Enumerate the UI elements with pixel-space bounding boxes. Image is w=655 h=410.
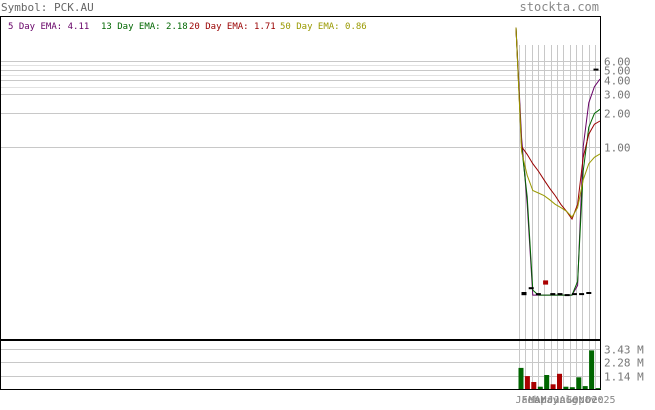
volume-bar	[544, 375, 550, 389]
legend-50-day-label: 50 Day EMA:	[280, 22, 340, 32]
candles	[521, 68, 599, 297]
volume-bar	[563, 386, 569, 389]
legend-5-day-value: 4.11	[68, 22, 90, 32]
x-tick-label: Apr	[535, 395, 553, 406]
legend-20-day-ema: 20 Day EMA: 1.71	[189, 22, 276, 32]
price-tick-label: 3.00	[604, 89, 631, 102]
legend-13-day-ema: 13 Day EMA: 2.18	[101, 22, 188, 32]
x-tick-label: Aug	[560, 395, 578, 406]
volume-bar	[569, 387, 575, 389]
x-tick-label: Sep	[567, 395, 585, 406]
volume-bar	[557, 373, 562, 389]
volume-bar	[531, 382, 537, 389]
volume-tick-label: 1.14 M	[604, 371, 644, 384]
candle	[571, 293, 577, 296]
ema-line	[515, 27, 601, 221]
candle	[543, 280, 549, 285]
symbol-label: Symbol: PCK.AU	[1, 1, 94, 14]
x-tick-label: Dec	[586, 395, 604, 406]
x-tick-label: Jun	[548, 395, 566, 406]
legend-5-day-label: 5 Day EMA:	[8, 22, 62, 32]
legend-13-day-label: 13 Day EMA:	[101, 22, 161, 32]
price-tick-label: 5.00	[604, 65, 631, 78]
x-tick-label: Mar	[529, 395, 547, 406]
legend-20-day-value: 1.71	[254, 22, 276, 32]
price-tick-label: 1.00	[604, 142, 631, 155]
candle	[521, 292, 527, 296]
x-tick-label: Nov	[579, 395, 597, 406]
volume-bar	[524, 376, 530, 389]
watermark: stockta.com	[520, 0, 599, 14]
price-axis-labels: 6.005.004.003.00 2.00 1.00	[604, 56, 631, 155]
candle	[586, 292, 592, 294]
price-tick-label: 6.00	[604, 56, 631, 69]
price-tick-label: 4.00	[604, 75, 631, 88]
volume-panel-frame	[0, 340, 601, 390]
candle	[528, 287, 534, 290]
volume-bar	[582, 386, 588, 389]
legend-5-day-ema: 5 Day EMA: 4.11	[8, 22, 89, 32]
x-tick-label: May	[541, 395, 559, 406]
candle	[550, 293, 556, 296]
legend-13-day-value: 2.18	[166, 22, 188, 32]
volume-bars	[518, 350, 601, 389]
volume-tick-label: 2.28 M	[604, 357, 644, 370]
price-panel-frame	[0, 16, 601, 340]
x-tick-label: Feb	[522, 395, 540, 406]
legend-50-day-ema: 50 Day EMA: 0.86	[280, 22, 367, 32]
legend-50-day-value: 0.86	[345, 22, 367, 32]
volume-bar	[537, 386, 543, 389]
volume-axis-labels: 3.43 M2.28 M1.14 M	[604, 344, 644, 384]
candle	[593, 68, 599, 71]
volume-bar	[550, 384, 556, 389]
x-tick-label: Oct	[573, 395, 591, 406]
volume-tick-label: 3.43 M	[604, 344, 644, 357]
candle	[535, 293, 541, 296]
candle	[564, 294, 570, 297]
legend-20-day-label: 20 Day EMA:	[189, 22, 249, 32]
volume-grid	[1, 349, 600, 377]
volume-bar	[589, 350, 595, 389]
candle	[557, 293, 563, 296]
volume-bar	[595, 388, 601, 389]
volume-bar	[576, 377, 582, 389]
ema-line	[515, 27, 601, 218]
x-tick-label: Jul	[554, 395, 572, 406]
x-tick-label: 2025	[592, 395, 616, 406]
candle	[579, 293, 585, 296]
x-tick-label: Jan	[516, 395, 534, 406]
volume-bar	[518, 367, 524, 389]
price-tick-label: 2.00	[604, 108, 631, 121]
price-grid	[1, 61, 600, 148]
ema-legend: 5 Day EMA: 4.11 13 Day EMA: 2.18 20 Day …	[8, 22, 367, 32]
